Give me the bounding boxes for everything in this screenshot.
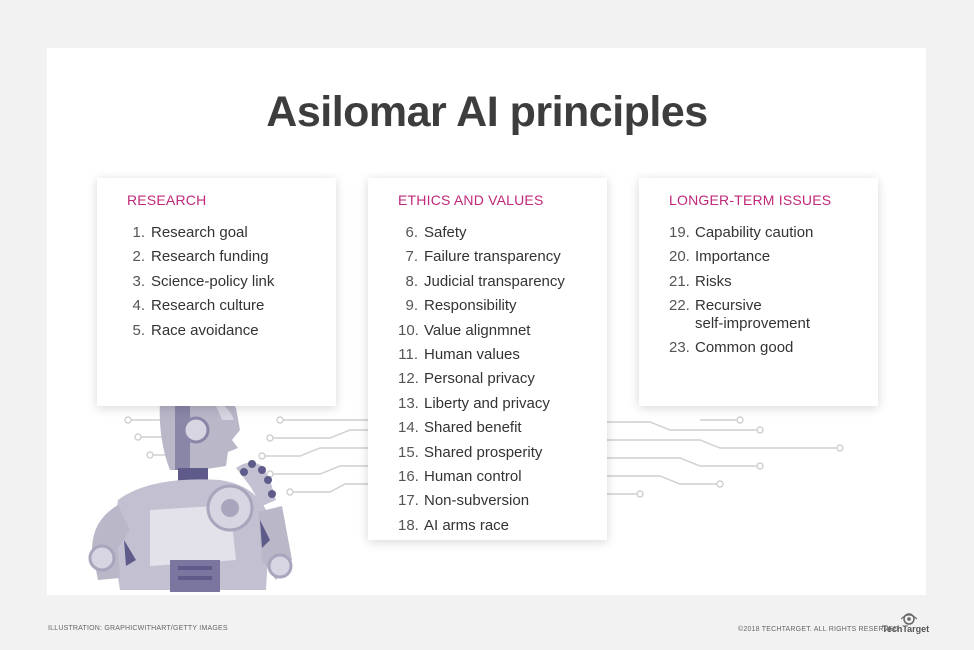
item-number: 7. — [405, 248, 418, 266]
principles-list: 6. Safety 7. Failure transparency 8. Judici… — [398, 221, 565, 538]
list-item: 16. Human control — [398, 465, 565, 489]
item-number: 3. — [132, 272, 145, 290]
list-item: 12. Personal privacy — [398, 367, 565, 391]
item-number: 16. — [398, 468, 419, 486]
item-label: Value alignmnet — [424, 321, 531, 339]
list-item: 6. Safety — [398, 221, 565, 245]
item-number: 14. — [398, 419, 419, 437]
list-item: 10. Value alignmnet — [398, 319, 565, 343]
card-ethics-and-values: ETHICS AND VALUES 6. Safety 7. Failure tra… — [368, 178, 607, 540]
item-number: 4. — [132, 297, 145, 315]
item-number: 13. — [398, 394, 419, 412]
list-item: 21. Risks — [669, 270, 813, 294]
list-item: 15. Shared prosperity — [398, 441, 565, 465]
item-number: 22. — [669, 297, 690, 315]
list-item: 1. Research goal — [127, 221, 274, 245]
item-number: 8. — [405, 272, 418, 290]
section-heading: LONGER-TERM ISSUES — [669, 192, 832, 208]
list-item: 2. Research funding — [127, 245, 274, 269]
item-label: Common good — [695, 339, 794, 357]
list-item: 9. Responsibility — [398, 294, 565, 318]
item-label: Shared benefit — [424, 419, 522, 437]
item-number: 23. — [669, 339, 690, 357]
item-label: Shared prosperity — [424, 443, 543, 461]
list-item: 17. Non-subversion — [398, 489, 565, 513]
item-label: Importance — [695, 248, 771, 266]
list-item: 19. Capability caution — [669, 221, 813, 245]
item-number: 10. — [398, 321, 419, 339]
item-number: 12. — [398, 370, 419, 388]
item-number: 15. — [398, 443, 419, 461]
item-number: 19. — [669, 224, 690, 241]
item-label: Research culture — [151, 297, 265, 315]
list-item: 7. Failure transparency — [398, 245, 565, 269]
item-number: 1. — [132, 224, 145, 241]
item-label: Human control — [424, 468, 522, 486]
item-label: Failure transparency — [424, 248, 561, 266]
section-heading: RESEARCH — [127, 192, 207, 208]
list-item: 11. Human values — [398, 343, 565, 367]
item-label: Non-subversion — [424, 492, 530, 510]
item-label: Recursive self-improvement — [695, 297, 811, 333]
illustration-credit: ILLUSTRATION: GRAPHICWITHART/GETTY IMAGE… — [48, 625, 228, 632]
list-item: 14. Shared benefit — [398, 416, 565, 440]
list-item: 20. Importance — [669, 245, 813, 269]
techtarget-logo: TechTarget — [882, 612, 932, 638]
item-label: Human values — [424, 346, 520, 364]
card-longer-term-issues: LONGER-TERM ISSUES 19. Capability caution… — [639, 178, 878, 406]
item-number: 2. — [132, 248, 145, 266]
list-item: 8. Judicial transparency — [398, 270, 565, 294]
card-research: RESEARCH 1. Research goal 2. Research fund… — [97, 178, 336, 406]
logo-mark-icon — [900, 613, 918, 625]
item-label: Safety — [424, 224, 467, 241]
item-number: 9. — [405, 297, 418, 315]
item-number: 20. — [669, 248, 690, 266]
list-item: 4. Research culture — [127, 294, 274, 318]
list-item: 18. AI arms race — [398, 514, 565, 538]
list-item: 22. Recursive self-improvement — [669, 294, 813, 336]
list-item: 5. Race avoidance — [127, 319, 274, 343]
list-item: 13. Liberty and privacy — [398, 392, 565, 416]
item-label: Responsibility — [424, 297, 517, 315]
principles-list: 19. Capability caution 20. Importance 21. R… — [669, 221, 813, 361]
item-label: Judicial transparency — [424, 272, 565, 290]
copyright-notice: ©2018 TECHTARGET. ALL RIGHTS RESERVED — [738, 626, 899, 633]
page-title: Asilomar AI principles — [266, 88, 708, 136]
item-number: 5. — [132, 321, 145, 339]
list-item: 3. Science-policy link — [127, 270, 274, 294]
item-number: 17. — [398, 492, 419, 510]
item-label: AI arms race — [424, 516, 510, 534]
item-label: Research funding — [151, 248, 269, 266]
logo-wordmark: TechTarget — [882, 624, 930, 634]
item-number: 6. — [405, 224, 418, 241]
item-label: Science-policy link — [151, 272, 275, 290]
item-label: Capability caution — [695, 224, 814, 241]
list-item: 23. Common good — [669, 336, 813, 360]
item-label: Research goal — [151, 224, 248, 241]
item-label: Personal privacy — [424, 370, 535, 388]
section-heading: ETHICS AND VALUES — [398, 192, 544, 208]
item-label: Risks — [695, 272, 732, 290]
item-label: Race avoidance — [151, 321, 259, 339]
item-number: 18. — [398, 516, 419, 534]
item-number: 21. — [669, 272, 690, 290]
principles-list: 1. Research goal 2. Research funding 3. Sci… — [127, 221, 274, 343]
item-label: Liberty and privacy — [424, 394, 550, 412]
item-number: 11. — [398, 346, 418, 364]
